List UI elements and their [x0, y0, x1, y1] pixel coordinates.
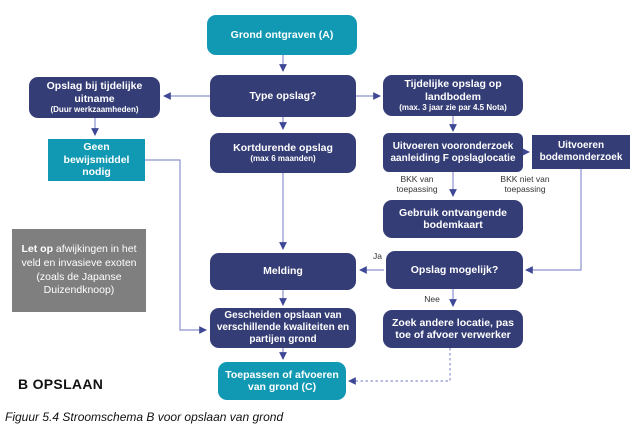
node-opslag-tijdelijke-uitname-sublabel: (Duur werkzaamheden): [50, 105, 139, 115]
node-zoek-andere-locatie: Zoek andere locatie, pas toe of afvoer v…: [383, 310, 523, 348]
connector-zoek-to-toepassen-dashed: [348, 348, 451, 385]
edge-label-bkk-niet-van-toepassing: BKK niet van toepassing: [500, 174, 550, 195]
node-melding-label: Melding: [263, 265, 303, 278]
node-kortdurende-opslag-label: Kortdurende opslag: [233, 142, 333, 155]
node-opslag-tijdelijke-uitname-label: Opslag bij tijdelijke uitname: [46, 80, 143, 105]
node-geen-bewijsmiddel: Geen bewijsmiddel nodig: [48, 139, 145, 181]
note-let-op-rest: afwijkingen in het veld en invasieve exo…: [21, 243, 137, 297]
node-grond-ontgraven: Grond ontgraven (A): [207, 15, 357, 55]
node-opslag-mogelijk: Opslag mogelijk?: [386, 251, 523, 289]
node-melding: Melding: [210, 253, 356, 290]
node-opslag-mogelijk-label: Opslag mogelijk?: [410, 263, 499, 276]
node-uitvoeren-bodemonderzoek-label: Uitvoeren bodemonderzoek: [539, 140, 623, 163]
node-gescheiden-opslaan-label: Gescheiden opslaan van verschillende kwa…: [216, 310, 350, 345]
node-zoek-andere-locatie-label: Zoek andere locatie, pas toe of afvoer v…: [392, 316, 514, 341]
node-uitvoeren-vooronderzoek: Uitvoeren vooronderzoek aanleiding F ops…: [383, 133, 523, 172]
edge-label-bkk-van-toepassing: BKK van toepassing: [396, 174, 438, 195]
node-gescheiden-opslaan: Gescheiden opslaan van verschillende kwa…: [210, 308, 356, 348]
node-toepassen-afvoeren-label: Toepassen of afvoeren van grond (C): [225, 368, 339, 393]
node-gebruik-bodemkaart: Gebruik ontvangende bodemkaart: [383, 200, 523, 238]
node-opslag-tijdelijke-uitname: Opslag bij tijdelijke uitname (Duur werk…: [29, 77, 160, 118]
connector-bodemonderzoek-to-mogelijk: [525, 169, 582, 274]
node-tijdelijke-opslag-landbodem-sublabel: (max. 3 jaar zie par 4.5 Nota): [399, 103, 507, 113]
node-kortdurende-opslag: Kortdurende opslag (max 6 maanden): [210, 133, 356, 173]
node-type-opslag-label: Type opslag?: [249, 89, 317, 102]
note-let-op: Let op afwijkingen in het veld en invasi…: [12, 229, 146, 312]
node-tijdelijke-opslag-landbodem-label: Tijdelijke opslag op landbodem: [404, 78, 502, 103]
node-toepassen-afvoeren: Toepassen of afvoeren van grond (C): [218, 362, 346, 400]
figure-caption: Figuur 5.4 Stroomschema B voor opslaan v…: [5, 410, 284, 424]
node-grond-ontgraven-label: Grond ontgraven (A): [230, 28, 334, 41]
connector-geenbewijs-to-gescheiden: [145, 159, 207, 334]
note-let-op-emphasis: Let op: [21, 243, 54, 256]
node-gebruik-bodemkaart-label: Gebruik ontvangende bodemkaart: [399, 206, 507, 231]
edge-label-ja: Ja: [373, 251, 382, 261]
node-tijdelijke-opslag-landbodem: Tijdelijke opslag op landbodem (max. 3 j…: [383, 75, 523, 116]
note-let-op-text: Let op afwijkingen in het veld en invasi…: [19, 243, 139, 298]
node-kortdurende-opslag-sublabel: (max 6 maanden): [250, 154, 316, 164]
node-uitvoeren-vooronderzoek-label: Uitvoeren vooronderzoek aanleiding F ops…: [390, 140, 516, 164]
node-uitvoeren-bodemonderzoek: Uitvoeren bodemonderzoek: [532, 135, 630, 169]
node-type-opslag: Type opslag?: [210, 75, 356, 117]
edge-label-nee: Nee: [424, 294, 440, 304]
diagram-title: B OPSLAAN: [18, 376, 104, 392]
node-geen-bewijsmiddel-label: Geen bewijsmiddel nodig: [63, 141, 130, 179]
